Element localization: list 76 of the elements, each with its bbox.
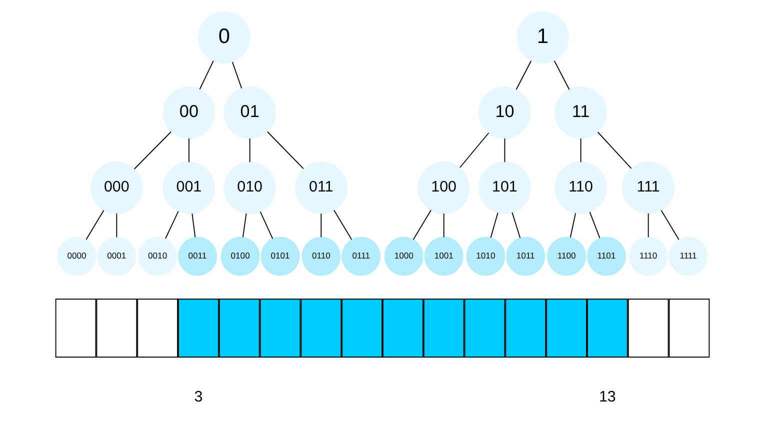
node-circle: 000: [90, 162, 143, 214]
connector: [199, 60, 214, 90]
node-box: [382, 298, 424, 358]
node-circle: 0001: [97, 236, 136, 276]
node-circle: 101: [478, 162, 531, 214]
connector: [412, 210, 432, 240]
connector: [580, 138, 582, 163]
connector: [516, 60, 532, 90]
node-circle: 001: [162, 162, 216, 214]
node-box: [464, 298, 506, 358]
connector: [660, 210, 680, 240]
node-circle: 1011: [506, 236, 546, 276]
connector: [512, 212, 521, 238]
node-circle: 0010: [138, 236, 178, 276]
node-circle: 0: [198, 11, 250, 64]
connector: [116, 213, 118, 238]
node-circle: 00: [162, 86, 216, 139]
node-circle: 010: [224, 162, 276, 214]
connector: [459, 132, 490, 168]
node-box: [137, 298, 178, 358]
node-circle: 0111: [342, 236, 381, 276]
connector: [165, 210, 179, 239]
node-box: [628, 298, 669, 358]
connector: [188, 138, 190, 163]
node-circle: 0000: [57, 236, 96, 276]
connector: [260, 211, 274, 240]
connector: [490, 212, 498, 238]
node-box: [423, 298, 464, 358]
connector: [249, 138, 250, 163]
connector: [192, 213, 196, 238]
node-circle: 0110: [302, 236, 341, 276]
node-circle: 0011: [178, 236, 217, 276]
node-circle: 011: [295, 162, 348, 214]
node-box: [342, 298, 382, 358]
node-circle: 0101: [260, 236, 300, 276]
connector: [134, 131, 172, 170]
node-circle: 1000: [384, 236, 424, 276]
node-circle: 1: [516, 11, 569, 64]
connector: [570, 212, 576, 238]
node-circle: 1100: [547, 236, 586, 276]
node-box: [96, 298, 138, 358]
node-box: [668, 298, 710, 358]
node-circle: 1110: [628, 236, 668, 276]
connector: [334, 210, 352, 240]
connector: [504, 138, 506, 163]
node-box: [300, 298, 342, 358]
node-circle: 10: [478, 86, 531, 139]
connector: [86, 210, 104, 240]
connector: [242, 213, 247, 238]
node-circle: 111: [622, 162, 674, 214]
node-box: [260, 298, 301, 358]
node-box: [55, 298, 96, 358]
node-circle: 1101: [586, 236, 626, 276]
label: 13: [598, 388, 616, 406]
node-box: [586, 298, 628, 358]
connector: [554, 60, 570, 90]
connector: [589, 212, 600, 239]
connector: [266, 131, 304, 170]
node-circle: 110: [554, 162, 607, 214]
node-circle: 01: [224, 86, 276, 139]
node-circle: 1010: [466, 236, 506, 276]
node-box: [178, 298, 219, 358]
connector: [232, 62, 242, 89]
connector: [320, 213, 322, 238]
node-circle: 1111: [668, 236, 708, 276]
node-box: [546, 298, 587, 358]
label: 3: [194, 388, 203, 406]
node-box: [218, 298, 260, 358]
node-circle: 11: [554, 86, 607, 139]
node-box: [505, 298, 546, 358]
connector: [648, 213, 649, 238]
connector: [443, 213, 444, 238]
connector: [597, 132, 632, 169]
node-circle: 0100: [220, 236, 260, 276]
node-circle: 100: [418, 162, 470, 214]
node-circle: 1001: [424, 236, 464, 276]
